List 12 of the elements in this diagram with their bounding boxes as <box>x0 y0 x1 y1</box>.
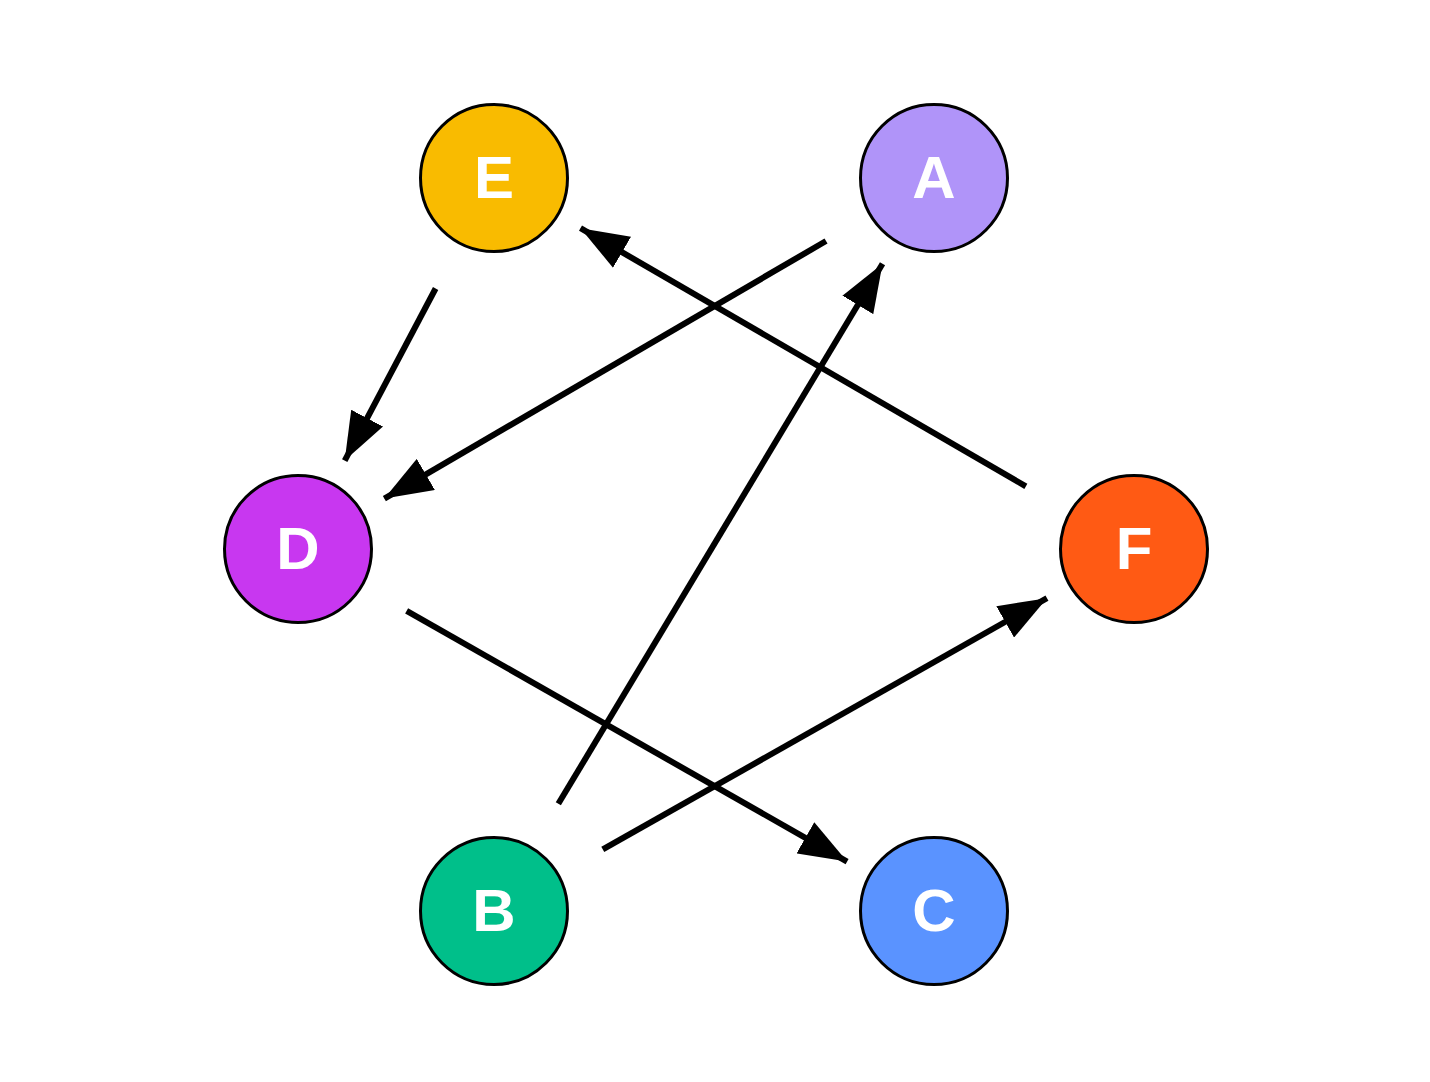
node-letter: C <box>912 881 956 941</box>
node-letter: D <box>276 519 320 579</box>
arrow <box>579 225 1028 489</box>
arrow <box>555 262 886 806</box>
arrow <box>405 608 849 865</box>
node-letter: A <box>912 148 956 208</box>
node-letter: E <box>474 148 514 208</box>
node-letter: B <box>472 881 516 941</box>
node-letter: F <box>1115 519 1153 579</box>
arrow <box>382 238 828 502</box>
arrow <box>342 287 439 462</box>
arrow <box>601 595 1049 853</box>
